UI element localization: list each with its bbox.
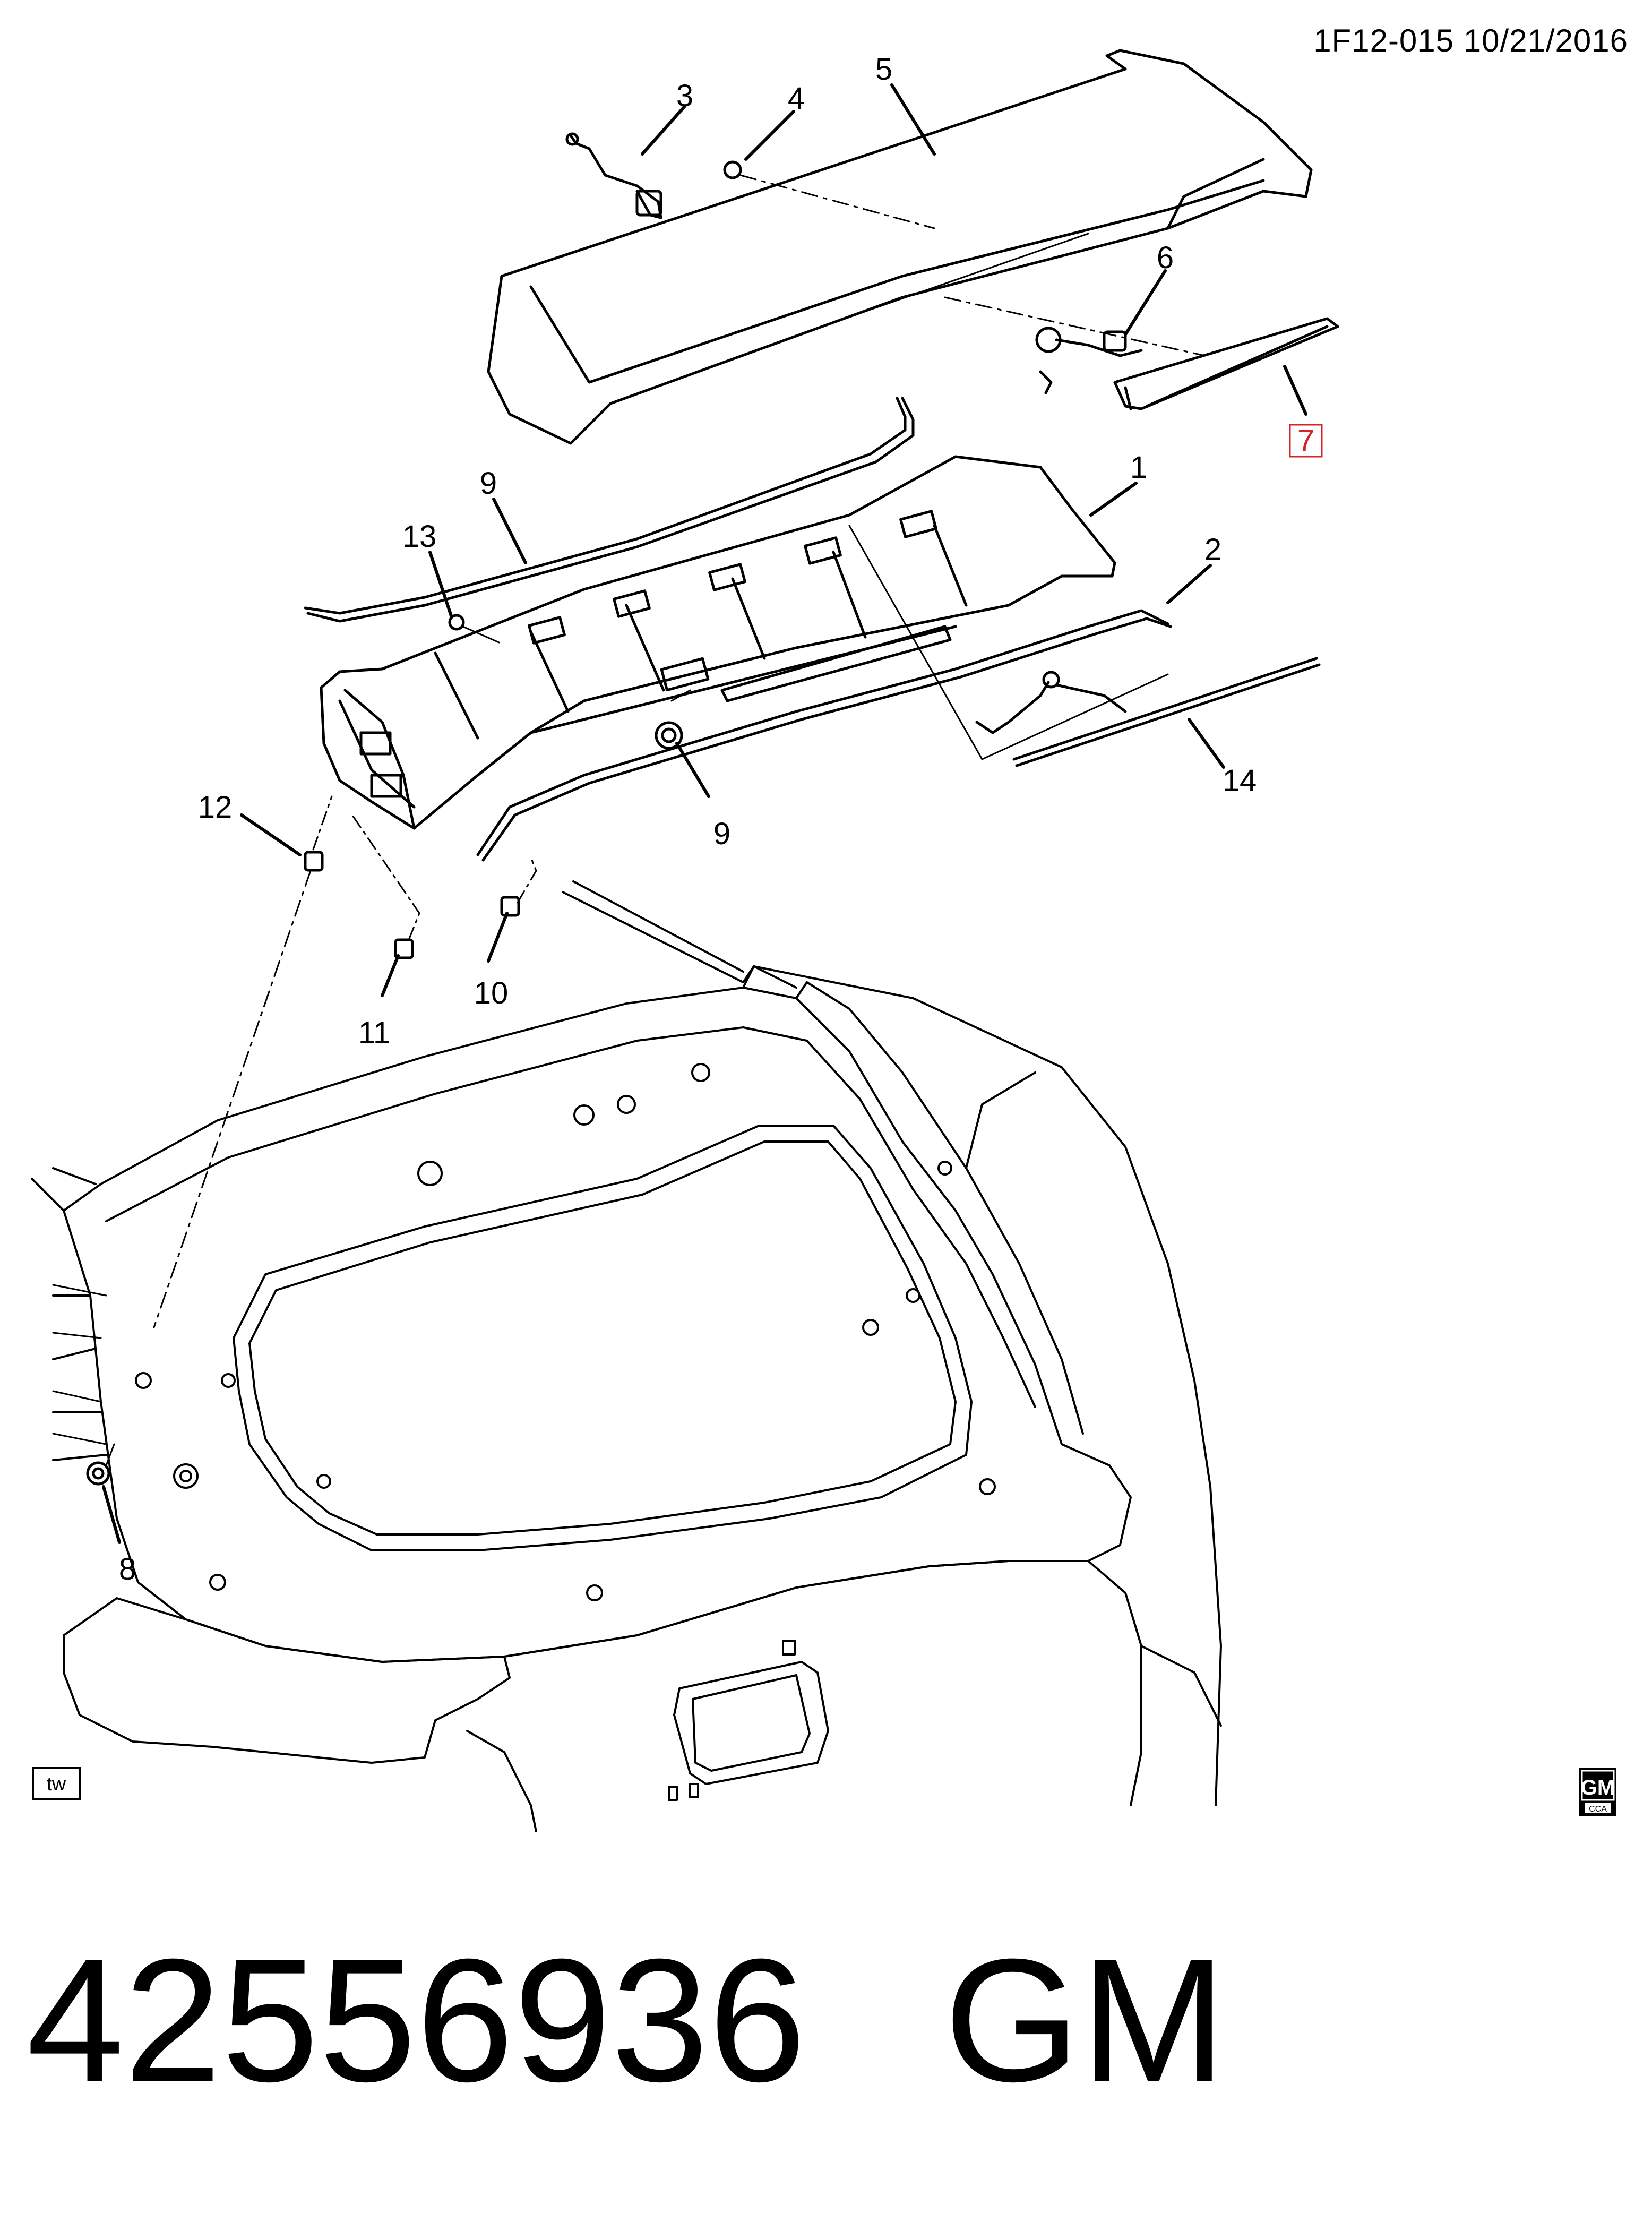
seal-strip-part-2 (476, 609, 1172, 862)
nut-part-8 (86, 1443, 115, 1486)
view-badge: tw (32, 1767, 81, 1800)
callout-12: 12 (198, 790, 233, 825)
callout-5: 5 (875, 52, 892, 87)
exploded-parts-diagram: 5 3 4 6 7 9 1 2 13 14 9 12 10 11 8 tw GM (31, 49, 1616, 1832)
view-badge-label: tw (47, 1773, 66, 1795)
callout-1: 1 (1130, 450, 1147, 485)
callout-leader-lines (102, 83, 1307, 1544)
callout-8: 8 (119, 1552, 136, 1586)
callout-14: 14 (1223, 764, 1257, 798)
wiring-harness-part-3 (565, 132, 662, 219)
clip-part-11 (349, 811, 420, 959)
callout-numbers: 5 3 4 6 7 9 1 2 13 14 9 12 10 11 8 (119, 52, 1323, 1586)
callout-4: 4 (788, 81, 805, 116)
liftgate-body (31, 880, 1222, 1832)
clip-part-10 (500, 856, 537, 917)
nut-part-4 (723, 160, 935, 229)
spoiler-trim-part-7 (1113, 317, 1339, 410)
callout-2: 2 (1204, 533, 1221, 567)
callout-6: 6 (1157, 241, 1174, 275)
callout-10: 10 (474, 976, 509, 1010)
nut-part-13 (448, 614, 500, 644)
wiring-harness-part-6 (944, 296, 1206, 394)
spoiler-bracket-part-1 (320, 455, 1169, 830)
rear-spoiler-part-5 (487, 49, 1313, 445)
part-number: 42556936 (27, 1922, 806, 2118)
svg-text:GM: GM (1581, 1776, 1615, 1799)
callout-7: 7 (1297, 424, 1314, 458)
wiring-harness-part-14 (975, 657, 1321, 767)
highlight-box-7 (1289, 424, 1323, 458)
gm-logo: GM CCA (1579, 1768, 1616, 1816)
callout-13: 13 (402, 519, 437, 554)
liftgate-holes (135, 1063, 996, 1601)
illustration-code: 1F12-015 10/21/2016 (1313, 23, 1628, 58)
svg-text:CCA: CCA (1589, 1805, 1607, 1814)
grommet-part-9 (655, 689, 691, 750)
clip-part-12 (153, 795, 333, 1328)
callout-11: 11 (358, 1016, 390, 1050)
brand-name: GM (944, 1922, 1226, 2118)
callout-9-lower: 9 (713, 817, 730, 851)
weatherstrip-part-9 (304, 397, 915, 623)
callout-9-upper: 9 (480, 466, 497, 501)
callout-3: 3 (676, 79, 693, 113)
